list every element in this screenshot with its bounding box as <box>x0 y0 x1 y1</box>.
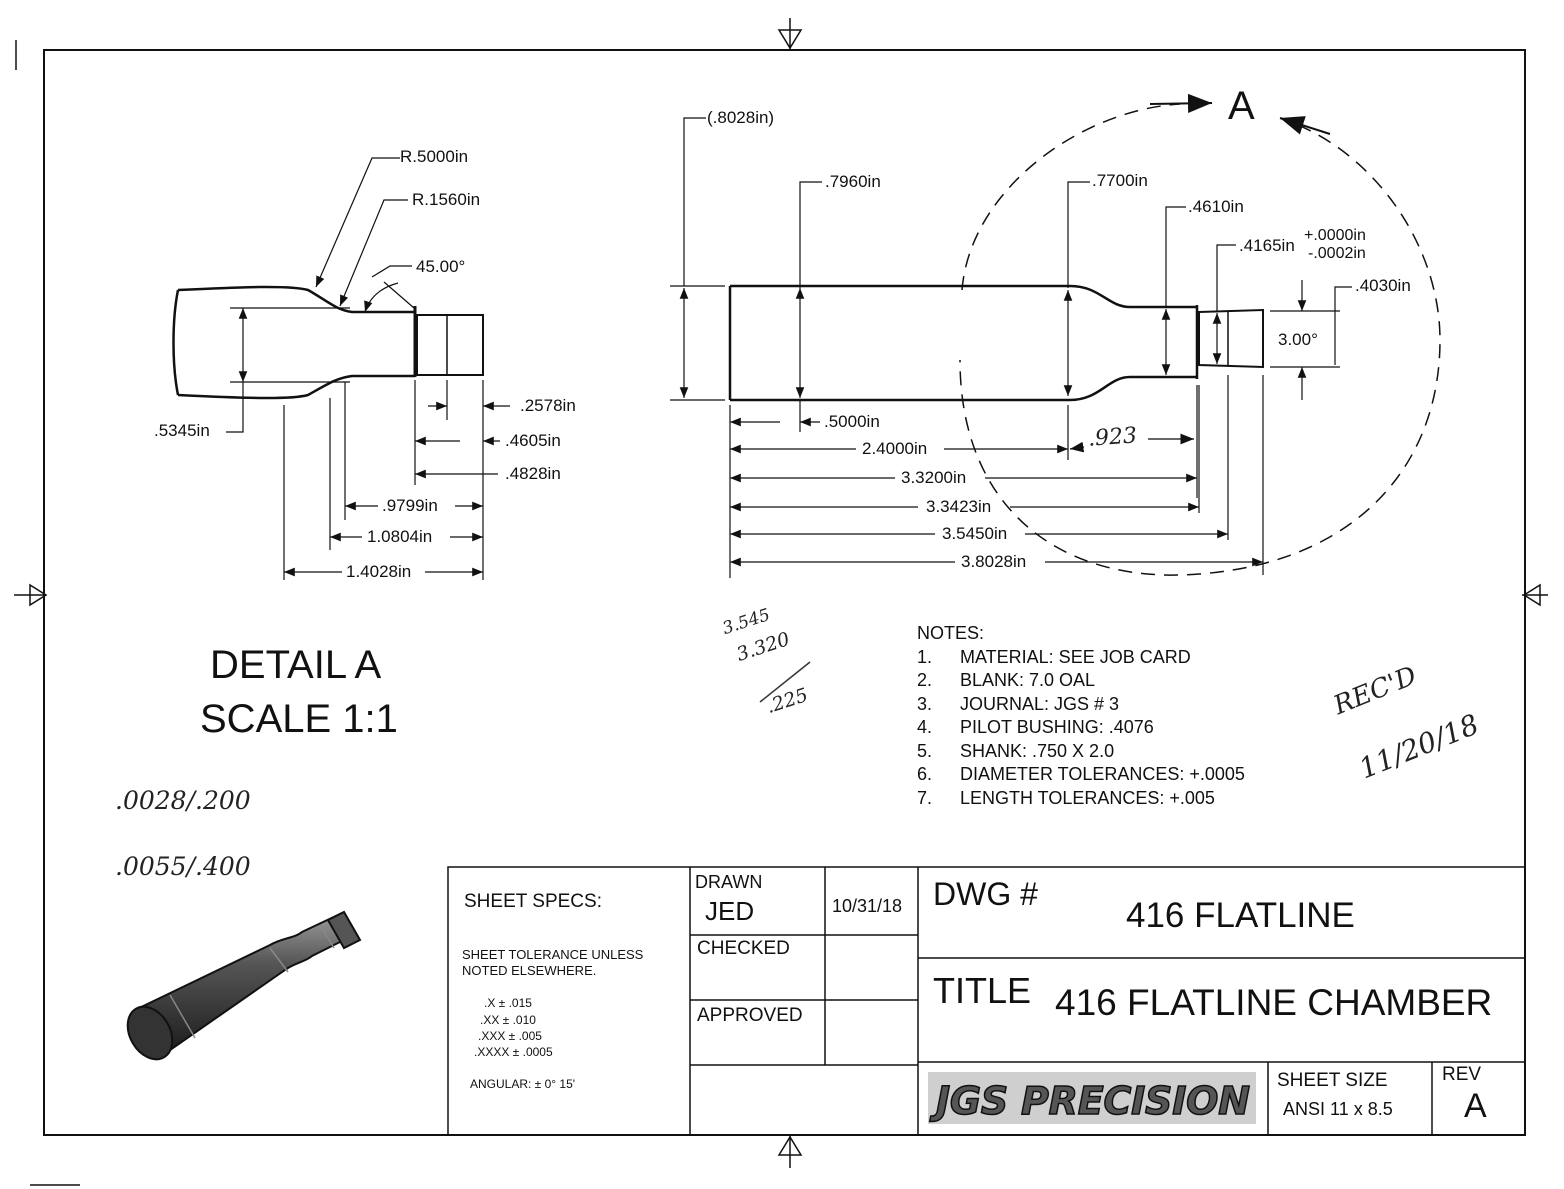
centering-marks <box>14 18 1548 1168</box>
checked-label: CHECKED <box>697 938 790 959</box>
main-view-profile <box>728 284 1264 402</box>
note-number: 7. <box>917 787 933 808</box>
tolerance-x: .X ± .015 <box>484 996 532 1010</box>
note-text: JOURNAL: JGS # 3 <box>960 693 1120 714</box>
tolerance-plus-label: +.0000in <box>1304 227 1366 244</box>
detail-a-title: DETAIL A <box>210 643 382 687</box>
dia-7700-label: .7700in <box>1092 171 1148 190</box>
note-number: 4. <box>917 717 933 737</box>
body-diameter-label: .5345in <box>154 421 210 440</box>
dim-4828-label: .4828in <box>505 464 561 483</box>
note-text: PILOT BUSHING: .4076 <box>960 717 1154 737</box>
note-item: 4. PILOT BUSHING: .4076 <box>917 716 1245 740</box>
note-number: 5. <box>917 740 933 761</box>
notes-block: NOTES: 1. MATERIAL: SEE JOB CARD 2. BLANK:… <box>917 622 1245 810</box>
dia-4030-label: .4030in <box>1355 276 1411 295</box>
dwg-number: 416 FLATLINE <box>1126 896 1355 935</box>
drawn-label: DRAWN <box>695 872 763 892</box>
rev-value: A <box>1464 1087 1487 1125</box>
detail-callout-label: A <box>1228 84 1255 128</box>
detail-a-scale: SCALE 1:1 <box>200 697 398 741</box>
tolerance-xxx: .XXX ± .005 <box>478 1029 542 1043</box>
shoulder-angle-label: 45.00° <box>416 257 466 276</box>
main-view-dimensions <box>670 117 1352 578</box>
detail-a-dimensions <box>226 157 510 580</box>
tolerance-xx: .XX ± .010 <box>480 1013 536 1027</box>
handwritten-923: .923 <box>1087 423 1138 452</box>
len-33423-label: 3.3423in <box>926 497 992 516</box>
dim-2578-label: .2578in <box>520 396 576 415</box>
title-block-grid <box>447 866 1526 1136</box>
radius-small-label: R.1560in <box>412 190 481 209</box>
radius-large-label: R.5000in <box>400 147 469 166</box>
note-text: BLANK: 7.0 OAL <box>960 670 1096 690</box>
tolerance-xxxx: .XXXX ± .0005 <box>474 1045 553 1059</box>
len-33200-label: 3.3200in <box>901 468 967 487</box>
drawn-date-value: 10/31/18 <box>832 896 903 916</box>
note-number: 1. <box>917 646 933 667</box>
note-item: 6. DIAMETER TOLERANCES: +.0005 <box>917 763 1245 787</box>
detail-a-callout <box>959 93 1441 576</box>
note-text: MATERIAL: SEE JOB CARD <box>960 646 1191 667</box>
detail-a-profile <box>172 285 484 400</box>
len-24000-label: 2.4000in <box>862 439 928 458</box>
angle-label-bg <box>1270 322 1332 358</box>
drawn-by-value: JED <box>705 896 755 926</box>
dia-7960-label: .7960in <box>825 172 881 191</box>
handwritten-note-1: .0028/.200 <box>115 786 251 815</box>
sheet-size-value: ANSI 11 x 8.5 <box>1283 1099 1393 1119</box>
dim-14028-label: 1.4028in <box>346 562 412 581</box>
isometric-part-view <box>126 910 362 1061</box>
tolerance-heading-2: NOTED ELSEWHERE. <box>462 963 597 978</box>
dia-4610-label: .4610in <box>1188 197 1244 216</box>
note-item: 2. BLANK: 7.0 OAL <box>917 669 1245 693</box>
note-number: 3. <box>917 693 933 714</box>
tolerance-heading-1: SHEET TOLERANCE UNLESS <box>462 947 644 962</box>
sheet-specs-label: SHEET SPECS: <box>464 891 602 912</box>
note-text: LENGTH TOLERANCES: +.005 <box>960 787 1215 808</box>
sheet-size-label: SHEET SIZE <box>1277 1070 1388 1091</box>
jgs-precision-logo: JGS PRECISION <box>928 1072 1256 1124</box>
len-38028-label: 3.8028in <box>961 552 1027 571</box>
angular-tolerance: ANGULAR: ± 0° 15' <box>470 1077 576 1091</box>
note-number: 2. <box>917 670 933 690</box>
approved-label: APPROVED <box>697 1005 803 1026</box>
note-item: 5. SHANK: .750 X 2.0 <box>917 740 1245 764</box>
notes-heading: NOTES: <box>917 623 985 643</box>
note-item: 1. MATERIAL: SEE JOB CARD <box>917 646 1245 670</box>
dwg-label: DWG # <box>933 876 1038 912</box>
dim-9799-label: .9799in <box>382 496 438 515</box>
title-label: TITLE <box>933 970 1032 1011</box>
handwritten-note-2: .0055/.400 <box>115 852 251 881</box>
note-text: SHANK: .750 X 2.0 <box>960 740 1115 761</box>
note-item: 3. JOURNAL: JGS # 3 <box>917 693 1245 717</box>
tolerance-minus-label: -.0002in <box>1308 245 1366 262</box>
note-text: DIAMETER TOLERANCES: +.0005 <box>960 764 1245 784</box>
note-item: 7. LENGTH TOLERANCES: +.005 <box>917 787 1245 811</box>
dim-4605-label: .4605in <box>505 431 561 450</box>
dim-10804-label: 1.0804in <box>367 527 433 546</box>
len-5000-label: .5000in <box>824 412 880 431</box>
taper-angle-label: 3.00° <box>1278 330 1318 349</box>
handwritten-strokes <box>759 433 1194 703</box>
len-35450-label: 3.5450in <box>942 524 1008 543</box>
title-value: 416 FLATLINE CHAMBER <box>1055 982 1493 1023</box>
dia-4165-label: .4165in <box>1239 236 1295 255</box>
svg-text:JGS PRECISION: JGS PRECISION <box>929 1079 1250 1123</box>
note-number: 6. <box>917 764 933 784</box>
dia-8028-label: (.8028in) <box>707 108 775 127</box>
rev-label: REV <box>1442 1064 1482 1085</box>
